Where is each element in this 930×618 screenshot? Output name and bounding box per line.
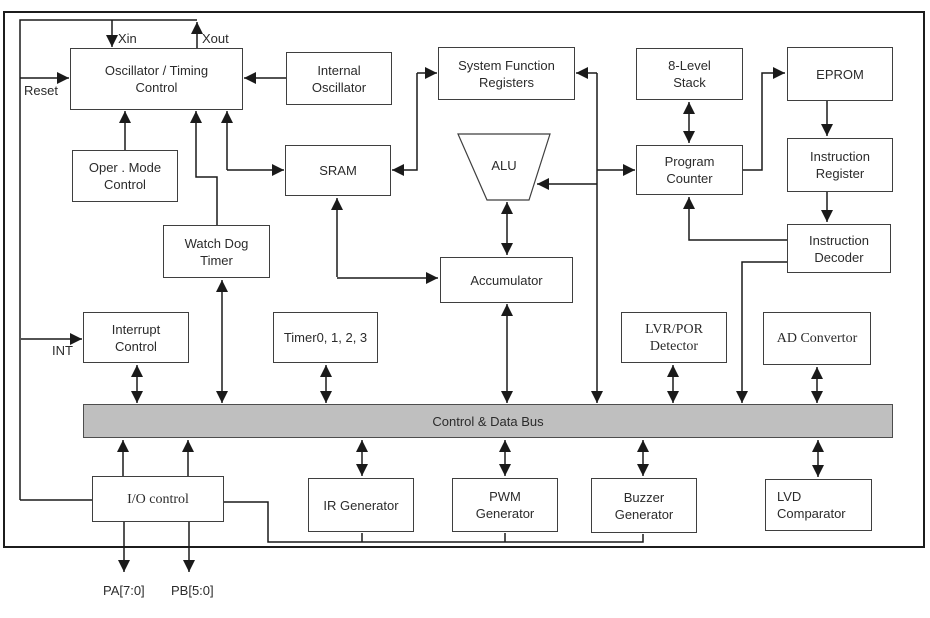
alu-shape (457, 133, 551, 201)
block-instruction-decoder: Instruction Decoder (787, 224, 891, 273)
wire-sfr-sram (392, 73, 418, 176)
block-watch-dog-timer: Watch Dog Timer (163, 225, 270, 278)
chip-boundary (3, 11, 925, 548)
block-internal-oscillator: Internal Oscillator (286, 52, 392, 105)
block-sram: SRAM (285, 145, 391, 196)
pin-label-port-b: PB[5:0] (171, 583, 214, 598)
pin-label-int: INT (52, 343, 73, 358)
wire-clock-loop (19, 19, 197, 500)
pin-label-xin: Xin (118, 31, 137, 46)
wire-id-bus (736, 261, 787, 403)
control-data-bus: Control & Data Bus (83, 404, 893, 438)
wire-wdt-osc (190, 111, 218, 225)
pin-label-reset: Reset (24, 83, 58, 98)
block-buzzer-generator: Buzzer Generator (591, 478, 697, 533)
block-timer0-1-2-3: Timer0, 1, 2, 3 (273, 312, 378, 363)
block-alu-label: ALU (491, 158, 517, 173)
wire-io-generators (224, 501, 644, 543)
block-ir-generator: IR Generator (308, 478, 414, 532)
block-program-counter: Program Counter (636, 145, 743, 195)
block-lvd-comparator: LVD Comparator (765, 479, 872, 531)
block-pwm-generator: PWM Generator (452, 478, 558, 532)
wire-id-pc (683, 197, 787, 241)
block-oper-mode-control: Oper . Mode Control (72, 150, 178, 202)
block-interrupt-control: Interrupt Control (83, 312, 189, 363)
block-accumulator: Accumulator (440, 257, 573, 303)
wire-pc-eprom (743, 67, 785, 171)
block-io-control: I/O control (92, 476, 224, 522)
block-eprom: EPROM (787, 47, 893, 101)
pin-label-port-a: PA[7:0] (103, 583, 145, 598)
block-oscillator-timing-control: Oscillator / Timing Control (70, 48, 243, 110)
block-system-function-registers: System Function Registers (438, 47, 575, 100)
block-ad-convertor: AD Convertor (763, 312, 871, 365)
block-instruction-register: Instruction Register (787, 138, 893, 192)
pin-label-xout: Xout (202, 31, 229, 46)
block-lvr-por-detector: LVR/POR Detector (621, 312, 727, 363)
block-8-level-stack: 8-Level Stack (636, 48, 743, 100)
